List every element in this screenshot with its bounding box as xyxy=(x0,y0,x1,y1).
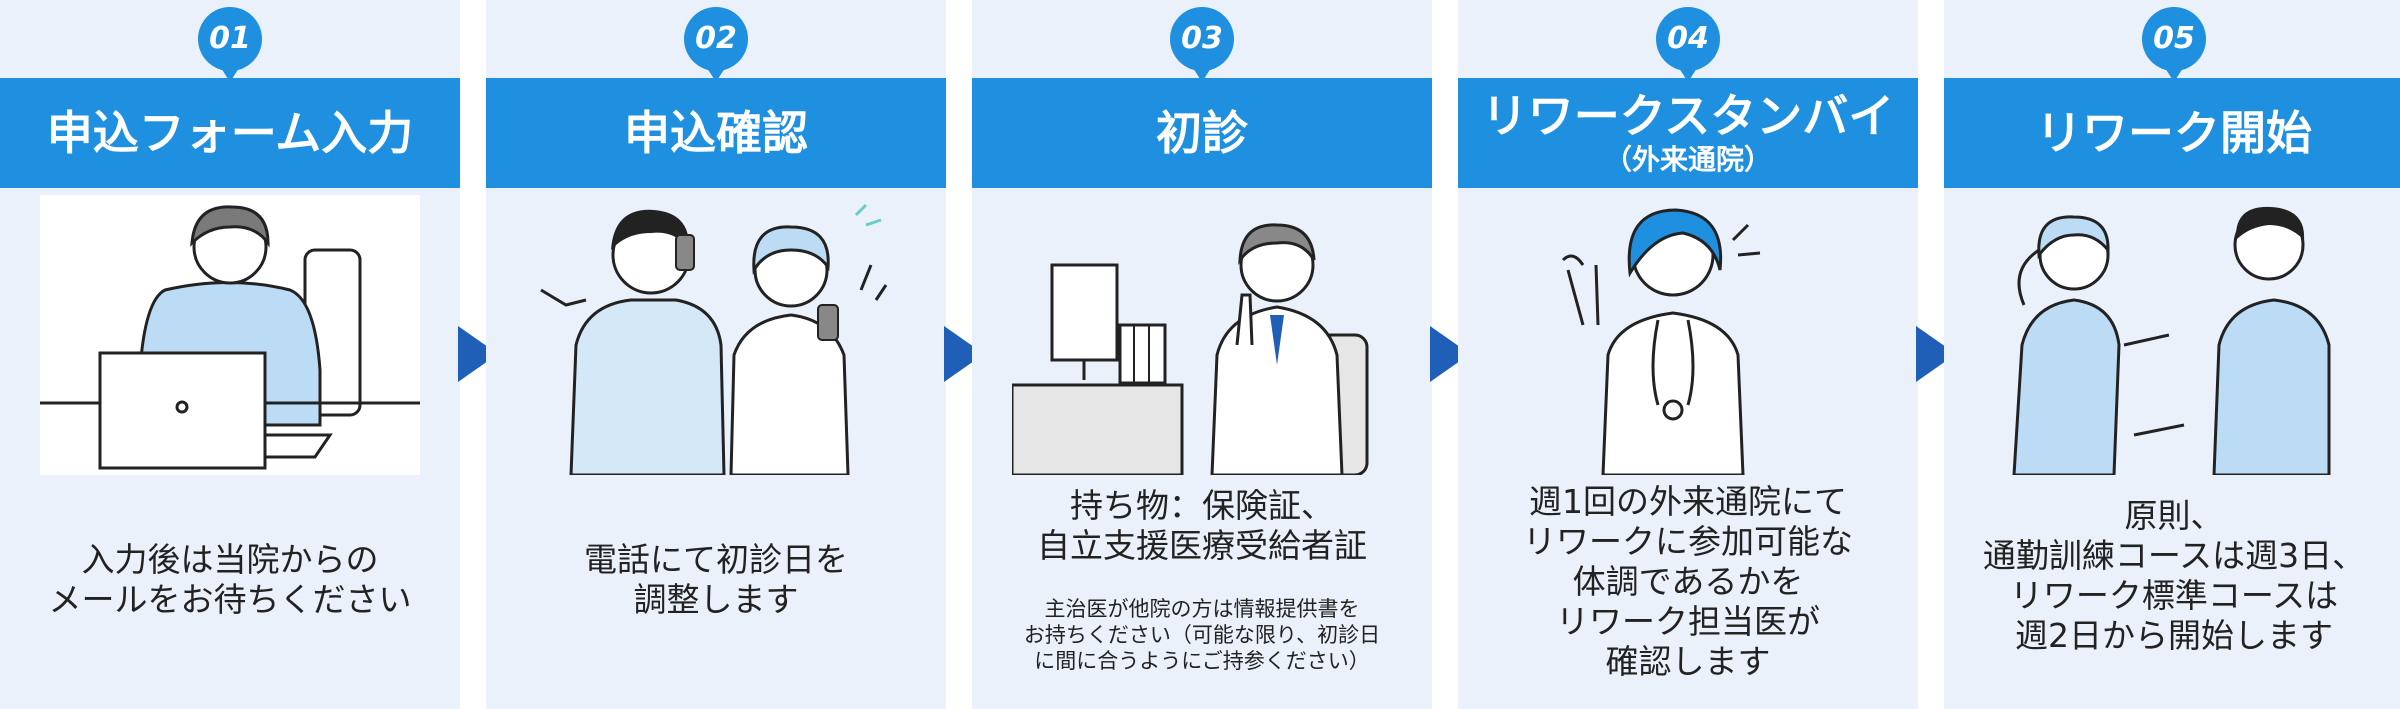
step-3: 03 初診 持ち物：保険証、 自立支援医療受給者証 主治医が他院の方は情報提供書… xyxy=(972,0,1432,709)
couple-phones-icon xyxy=(540,203,888,475)
step-header: 申込フォーム入力 xyxy=(0,78,460,188)
step-header: リワークスタンバイ （外来通院） xyxy=(1458,78,1918,188)
step-description: 原則、 通勤訓練コースは週3日、 リワーク標準コースは 週2日から開始します xyxy=(1982,496,2366,655)
step-title: 申込確認 xyxy=(624,106,808,160)
two-people-talking-icon xyxy=(2012,206,2331,475)
step-note: 主治医が他院の方は情報提供書を お持ちください（可能な限り、初診日 に間に合うよ… xyxy=(1023,597,1381,673)
step-number-badge: 05 xyxy=(2142,7,2206,82)
step-title: 初診 xyxy=(1156,106,1248,160)
step-5: 05 リワーク開始 原則、 通勤訓練コースは週3日、 リワーク標準コースは 週2… xyxy=(1944,0,2400,709)
step-header: 初診 xyxy=(972,78,1432,188)
step-description: 持ち物：保険証、 自立支援医療受給者証 xyxy=(1037,486,1367,565)
step-description: 週1回の外来通院にて リワークに参加可能な 体調であるかを リワーク担当医が 確… xyxy=(1523,482,1853,681)
step-number-badge: 04 xyxy=(1656,7,1720,82)
step-header: 申込確認 xyxy=(486,78,946,188)
person-laptop-icon xyxy=(40,195,420,475)
doctor-desk-icon xyxy=(1012,223,1369,475)
step-title: リワークスタンバイ xyxy=(1481,89,1895,143)
step-title: リワーク開始 xyxy=(2036,106,2312,160)
step-4: 04 リワークスタンバイ （外来通院） 週1回の外来通院にて リワークに参加可能… xyxy=(1458,0,1918,709)
step-title: 申込フォーム入力 xyxy=(46,106,414,160)
step-1: 01 申込フォーム入力 入力後は当院からの メールをお待ちください xyxy=(0,0,460,709)
step-description: 電話にて初診日を 調整します xyxy=(584,540,848,619)
nurse-ok-icon xyxy=(1561,208,1761,475)
step-header: リワーク開始 xyxy=(1944,78,2400,188)
step-subtitle: （外来通院） xyxy=(1603,143,1772,176)
step-number-badge: 02 xyxy=(684,7,748,82)
step-number-badge: 03 xyxy=(1170,7,1234,82)
step-description: 入力後は当院からの メールをお待ちください xyxy=(48,540,412,619)
step-2: 02 申込確認 電話にて初診日を 調整します xyxy=(486,0,946,709)
step-number-badge: 01 xyxy=(198,7,262,82)
